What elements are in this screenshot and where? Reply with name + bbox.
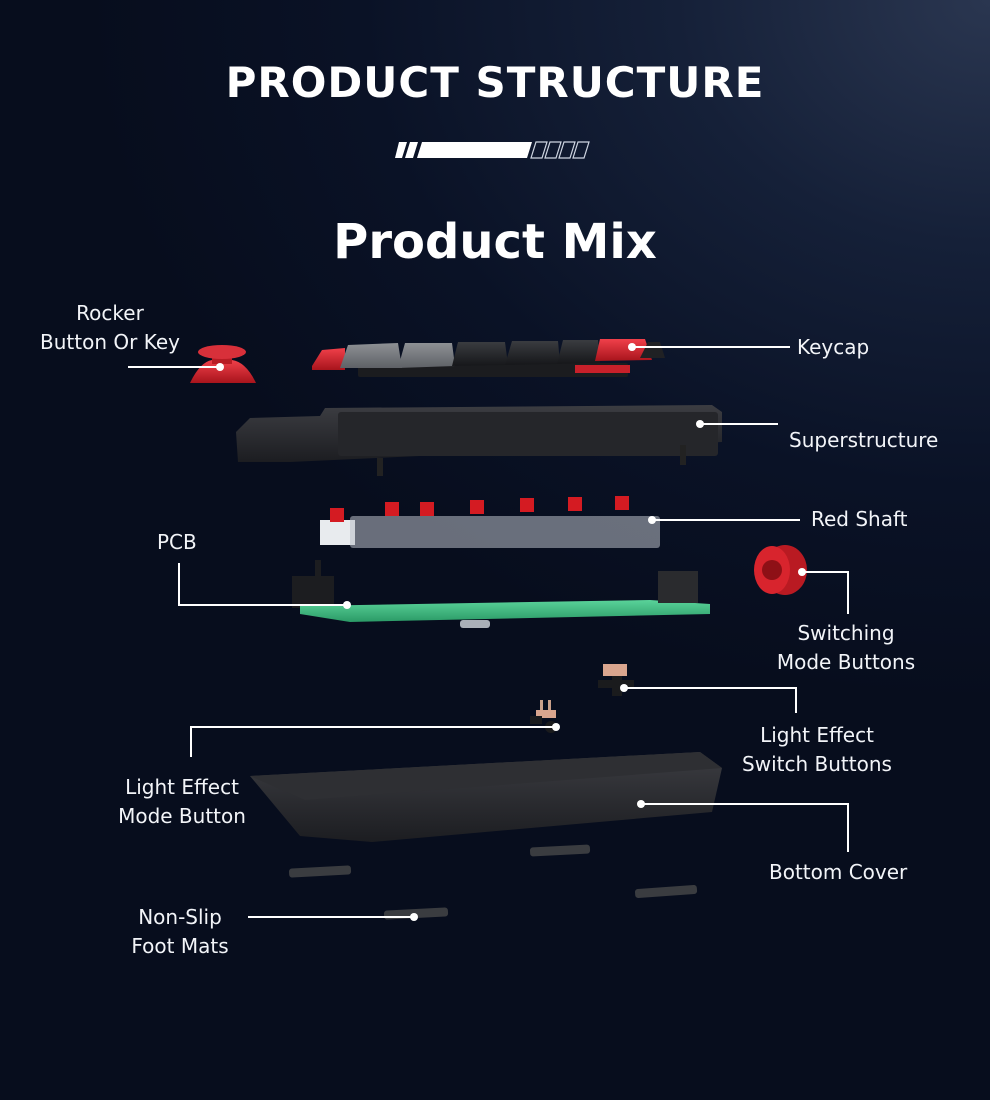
label-superstructure: Superstructure xyxy=(789,428,939,452)
label-switching-mode-buttons: Switching Mode Buttons xyxy=(776,621,916,674)
section-subtitle: Product Mix xyxy=(333,214,657,270)
label-light-effect-mode-button: Light Effect Mode Button xyxy=(118,775,246,828)
label-red-shaft: Red Shaft xyxy=(811,507,908,531)
label-rocker-button: Rocker Button Or Key xyxy=(40,301,180,354)
light-switch-button-part xyxy=(598,664,634,696)
keycap-part xyxy=(312,339,665,377)
bottom-cover-part xyxy=(250,752,722,842)
label-non-slip-foot-mats: Non-Slip Foot Mats xyxy=(131,905,229,958)
leader-lines xyxy=(128,346,849,918)
red-shaft-switches-part xyxy=(320,496,660,548)
leader-line-bottom-cover xyxy=(641,803,849,852)
leader-line-light-mode xyxy=(190,726,556,757)
pcb-part xyxy=(292,560,710,628)
foot-mats-part xyxy=(288,844,698,920)
switching-mode-wheel-part xyxy=(754,545,807,595)
superstructure-part xyxy=(236,405,722,476)
label-pcb: PCB xyxy=(157,530,197,554)
rocker-joystick-part xyxy=(190,345,256,383)
leader-line-switching-mode xyxy=(802,571,849,614)
label-keycap: Keycap xyxy=(797,335,870,359)
leader-line-light-switch xyxy=(624,687,797,713)
label-bottom-cover: Bottom Cover xyxy=(769,860,908,884)
progress-stripe-divider-icon xyxy=(395,141,590,159)
page-title: PRODUCT STRUCTURE xyxy=(225,58,765,107)
label-light-effect-switch-buttons: Light Effect Switch Buttons xyxy=(742,723,892,776)
leader-line-pcb xyxy=(178,563,347,606)
leader-dots xyxy=(216,343,806,921)
